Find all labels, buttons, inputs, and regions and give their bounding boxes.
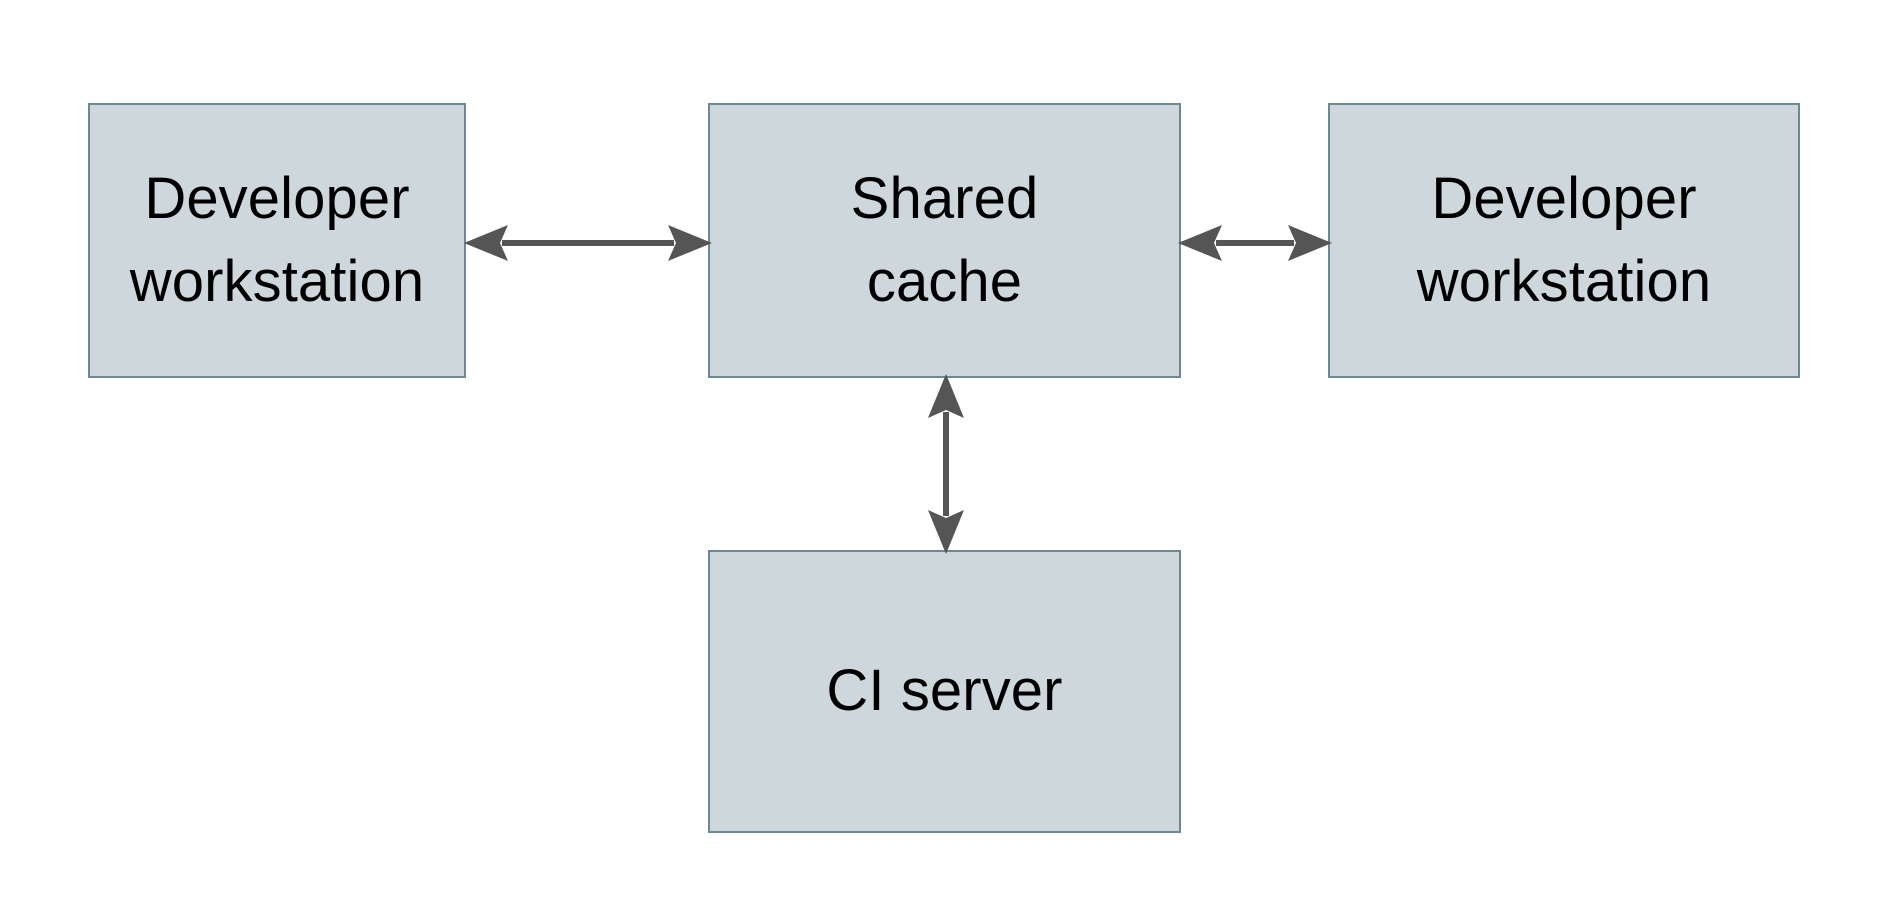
double-arrow-icon (1178, 225, 1332, 261)
node-ci-server[interactable]: CI server (708, 550, 1181, 833)
double-arrow-icon (928, 374, 964, 554)
connector-shared-cache-to-ci-server[interactable] (915, 372, 977, 556)
node-developer-workstation-right[interactable]: Developer workstation (1328, 103, 1800, 378)
node-label: CI server (826, 658, 1063, 724)
connector-shared-cache-to-developer-right[interactable] (1176, 212, 1334, 274)
connector-developer-left-to-shared-cache[interactable] (462, 212, 714, 274)
node-label: Shared cache (850, 166, 1039, 314)
node-label: Developer workstation (129, 166, 425, 314)
node-developer-workstation-left[interactable]: Developer workstation (88, 103, 466, 378)
double-arrow-icon (464, 225, 712, 261)
node-shared-cache[interactable]: Shared cache (708, 103, 1181, 378)
node-label: Developer workstation (1416, 166, 1712, 314)
